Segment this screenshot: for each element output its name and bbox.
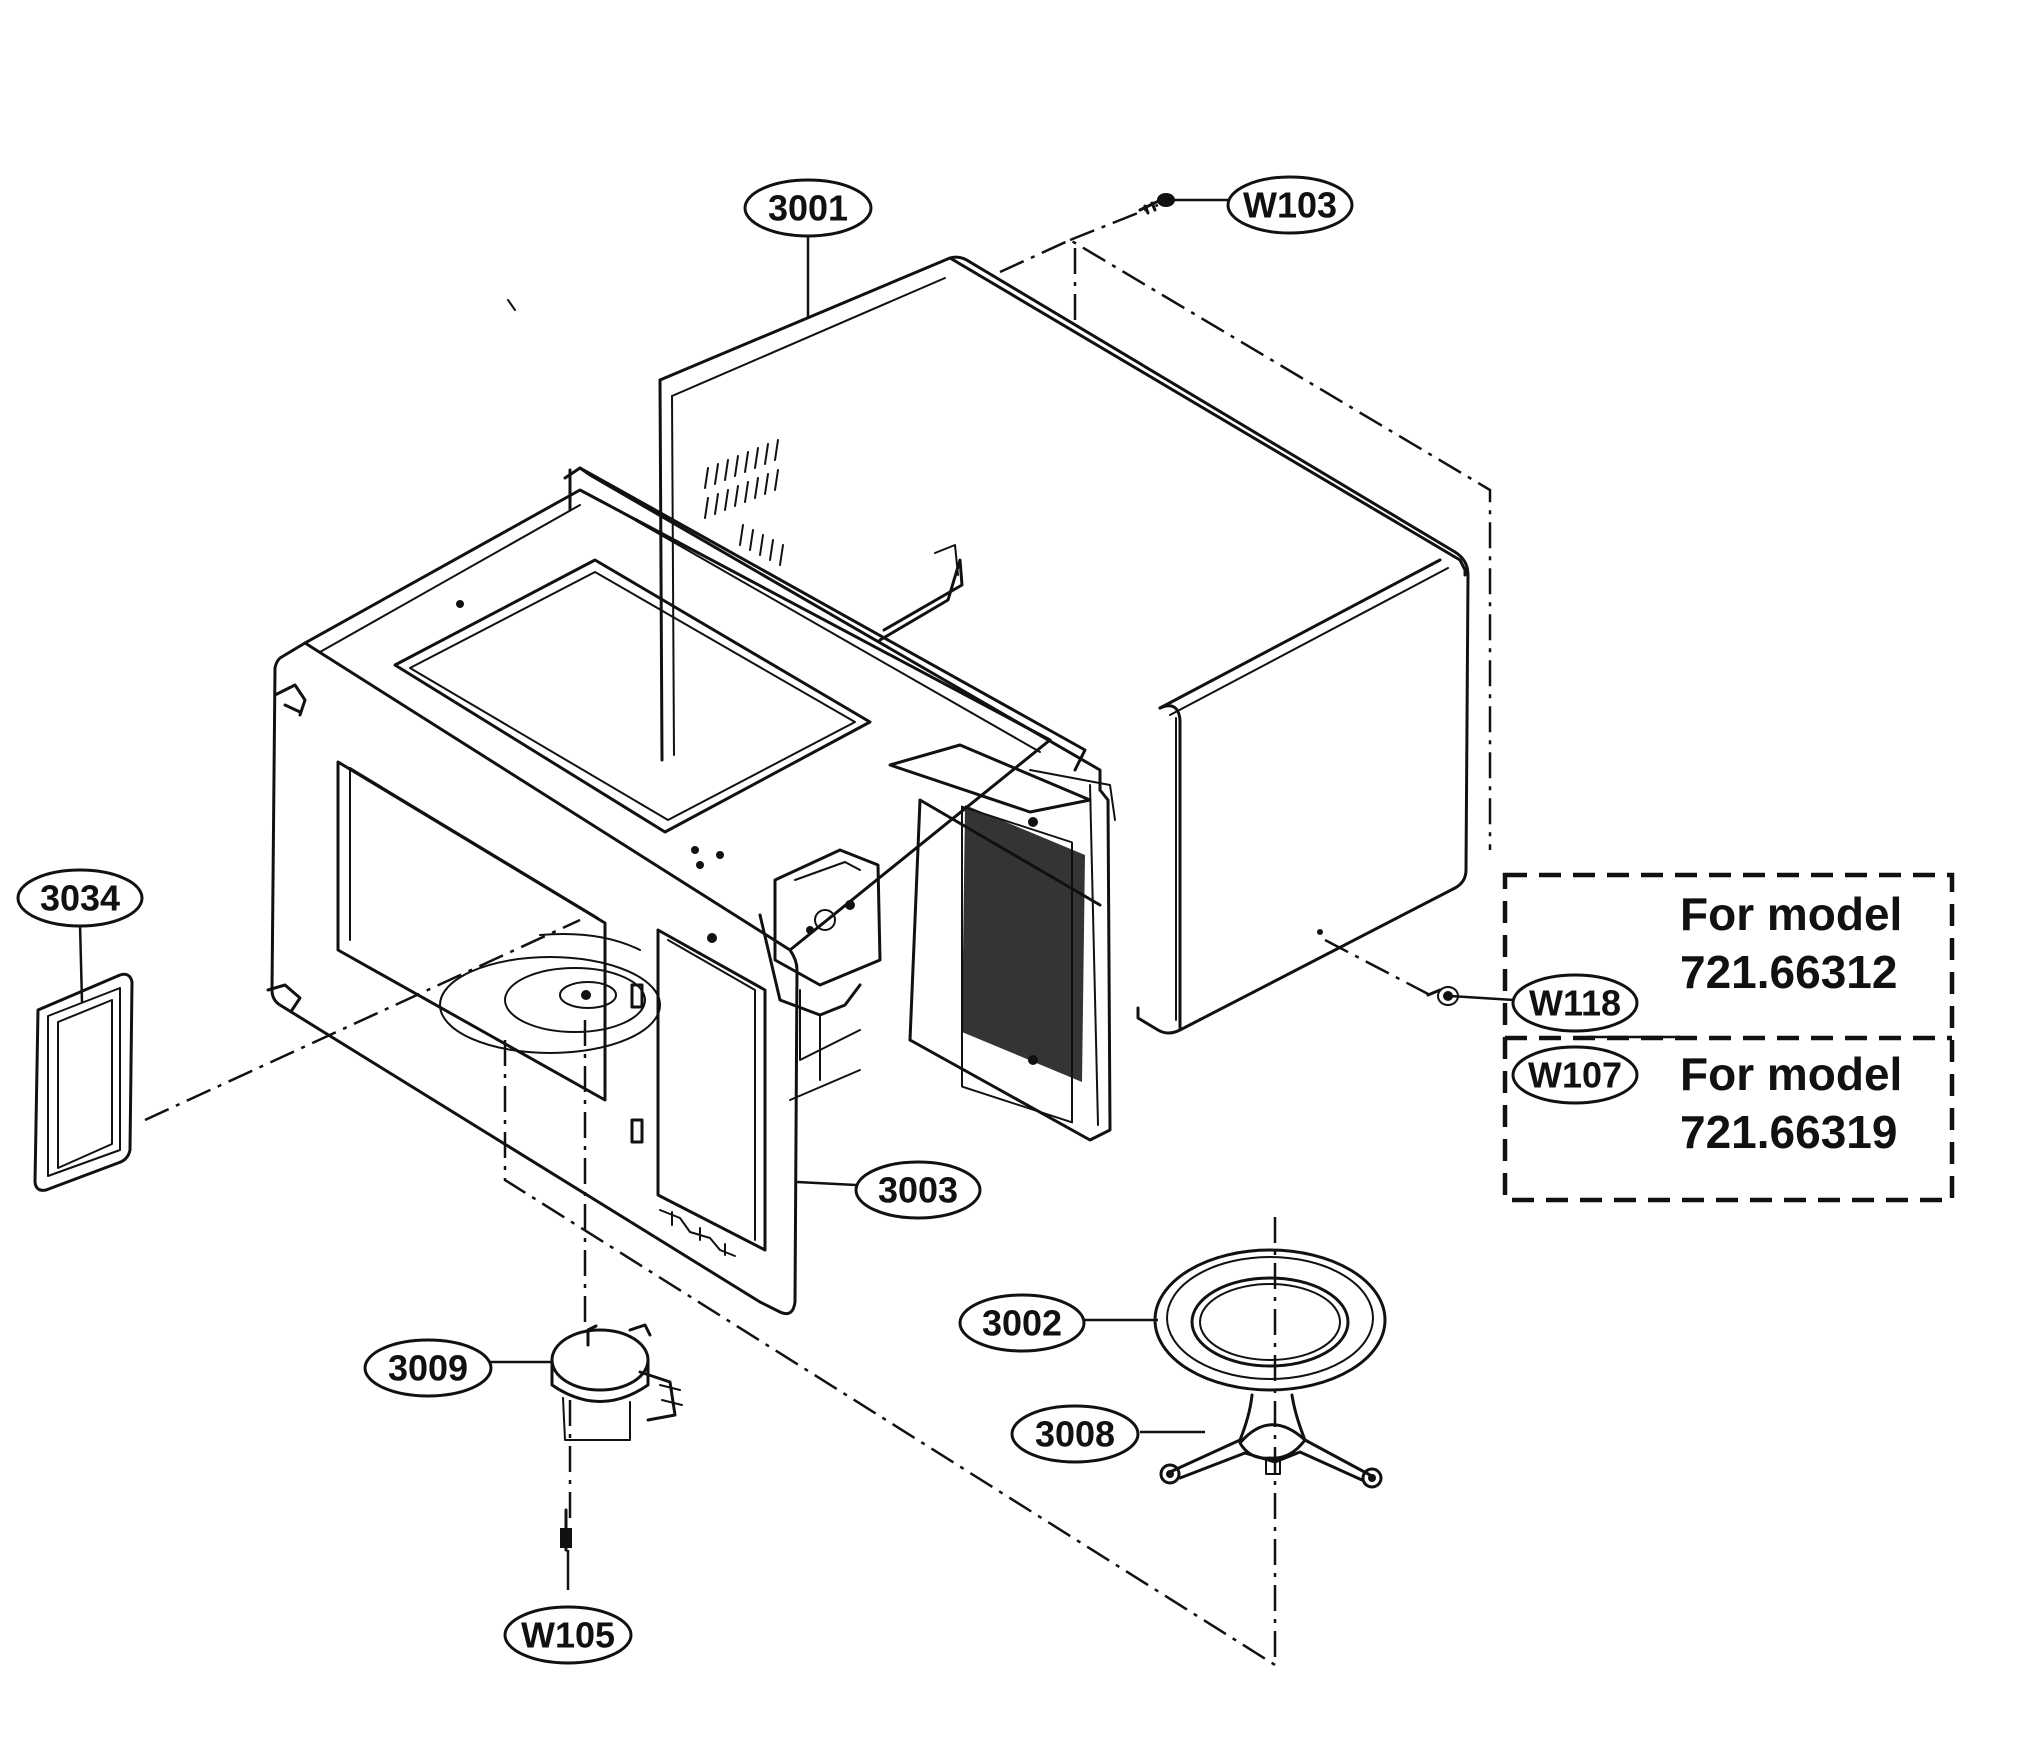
callout-3009: 3009 <box>363 1338 493 1398</box>
screw-w103 <box>1138 193 1175 215</box>
note-1-line-1: For model <box>1680 888 1902 940</box>
callout-3034: 3034 <box>16 868 144 928</box>
note-2-line-1: For model <box>1680 1048 1902 1100</box>
oven-cavity-3003 <box>266 466 1116 1316</box>
note-2-line-2: 721.66319 <box>1680 1106 1897 1158</box>
vent-slots <box>704 439 784 566</box>
svg-text:3003: 3003 <box>878 1170 958 1211</box>
callout-w107: W107 <box>1511 1045 1639 1105</box>
callout-w118: W118 <box>1511 973 1639 1033</box>
screw-w105 <box>560 1508 572 1552</box>
waveguide-cover-3034 <box>33 972 134 1192</box>
glass-tray-3002 <box>1153 1248 1387 1392</box>
hinge-pins <box>266 683 307 1012</box>
mesh-vent <box>962 805 1085 1082</box>
svg-text:W118: W118 <box>1529 983 1621 1024</box>
callout-3003: 3003 <box>854 1160 982 1220</box>
svg-text:3009: 3009 <box>388 1348 468 1389</box>
callout-w103: W103 <box>1226 175 1354 235</box>
svg-text:W107: W107 <box>1528 1055 1622 1096</box>
svg-text:3002: 3002 <box>982 1303 1062 1344</box>
svg-text:W103: W103 <box>1243 185 1337 226</box>
svg-text:3001: 3001 <box>768 188 848 229</box>
stray-mark <box>507 299 516 311</box>
callout-w105: W105 <box>503 1605 633 1665</box>
callout-3002: 3002 <box>958 1293 1086 1353</box>
leader-lines <box>78 198 1680 1590</box>
svg-text:3034: 3034 <box>40 878 120 919</box>
callout-3001: 3001 <box>743 178 873 238</box>
callout-3008: 3008 <box>1010 1404 1140 1464</box>
roller-ring-3008 <box>1159 1393 1383 1489</box>
model-notes-box: For model 721.66312 For model 721.66319 <box>1502 872 1955 1203</box>
turntable-motor-3009 <box>550 1323 683 1441</box>
outer-cabinet-3001 <box>658 255 1470 1035</box>
note-1-line-2: 721.66312 <box>1680 946 1897 998</box>
assembly-guide-lines <box>144 203 1492 1668</box>
svg-text:W105: W105 <box>521 1615 615 1656</box>
svg-text:3008: 3008 <box>1035 1414 1115 1455</box>
